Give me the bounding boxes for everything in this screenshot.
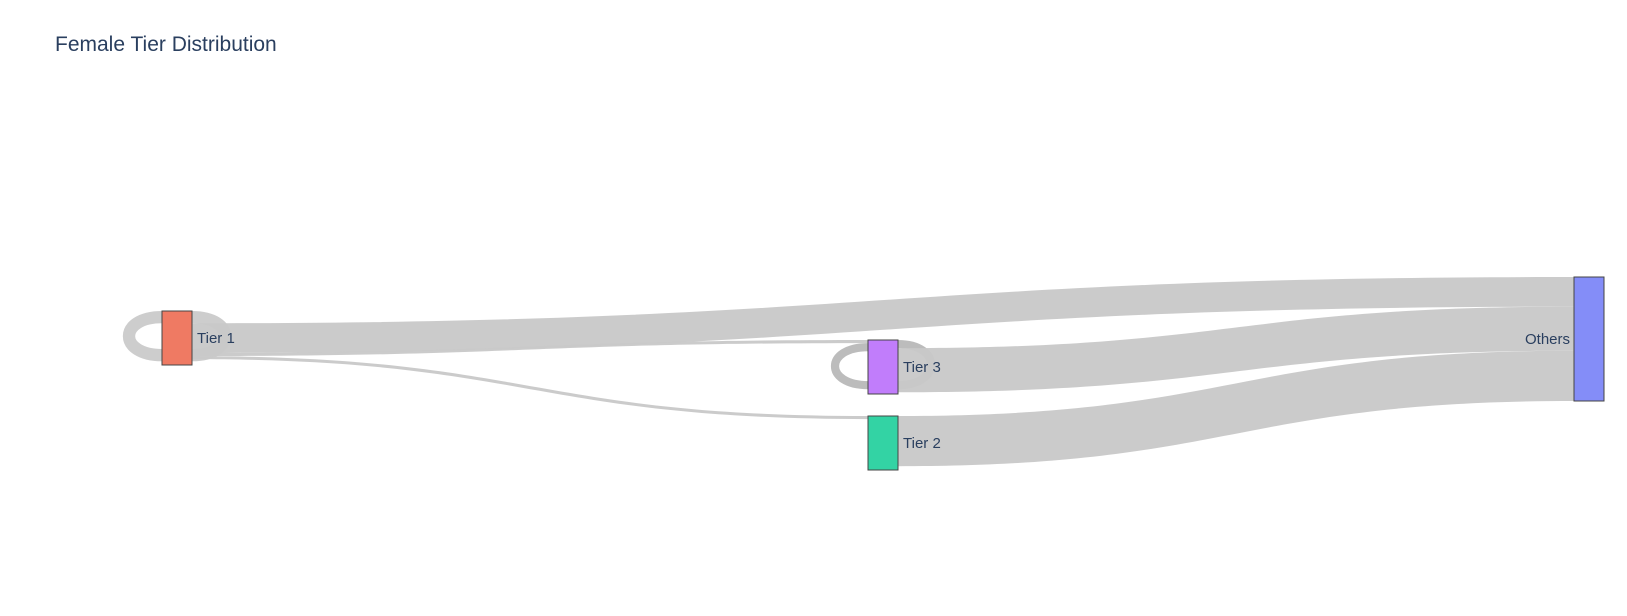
node-label-tier2: Tier 2 — [903, 435, 941, 452]
node-label-others: Others — [1525, 331, 1570, 348]
link-tier3-to-others[interactable] — [898, 306, 1574, 393]
sankey-nodes — [161, 276, 1605, 471]
link-tier1-to-others[interactable] — [192, 277, 1574, 354]
link-tier1-to-tier2[interactable] — [192, 356, 868, 420]
link-tier2-to-others[interactable] — [898, 350, 1574, 467]
node-label-tier3: Tier 3 — [903, 359, 941, 376]
link-tier1-to-tier3[interactable] — [192, 340, 868, 357]
chart-title: Female Tier Distribution — [55, 33, 277, 56]
node-tier3[interactable] — [867, 339, 899, 395]
sankey-labels: Tier 1 Tier 3 Tier 2 Others — [197, 330, 1570, 452]
node-tier2[interactable] — [867, 415, 899, 471]
node-others[interactable] — [1573, 276, 1605, 402]
sankey-links — [122, 277, 1574, 467]
node-label-tier1: Tier 1 — [197, 330, 235, 347]
node-tier1[interactable] — [161, 310, 193, 366]
